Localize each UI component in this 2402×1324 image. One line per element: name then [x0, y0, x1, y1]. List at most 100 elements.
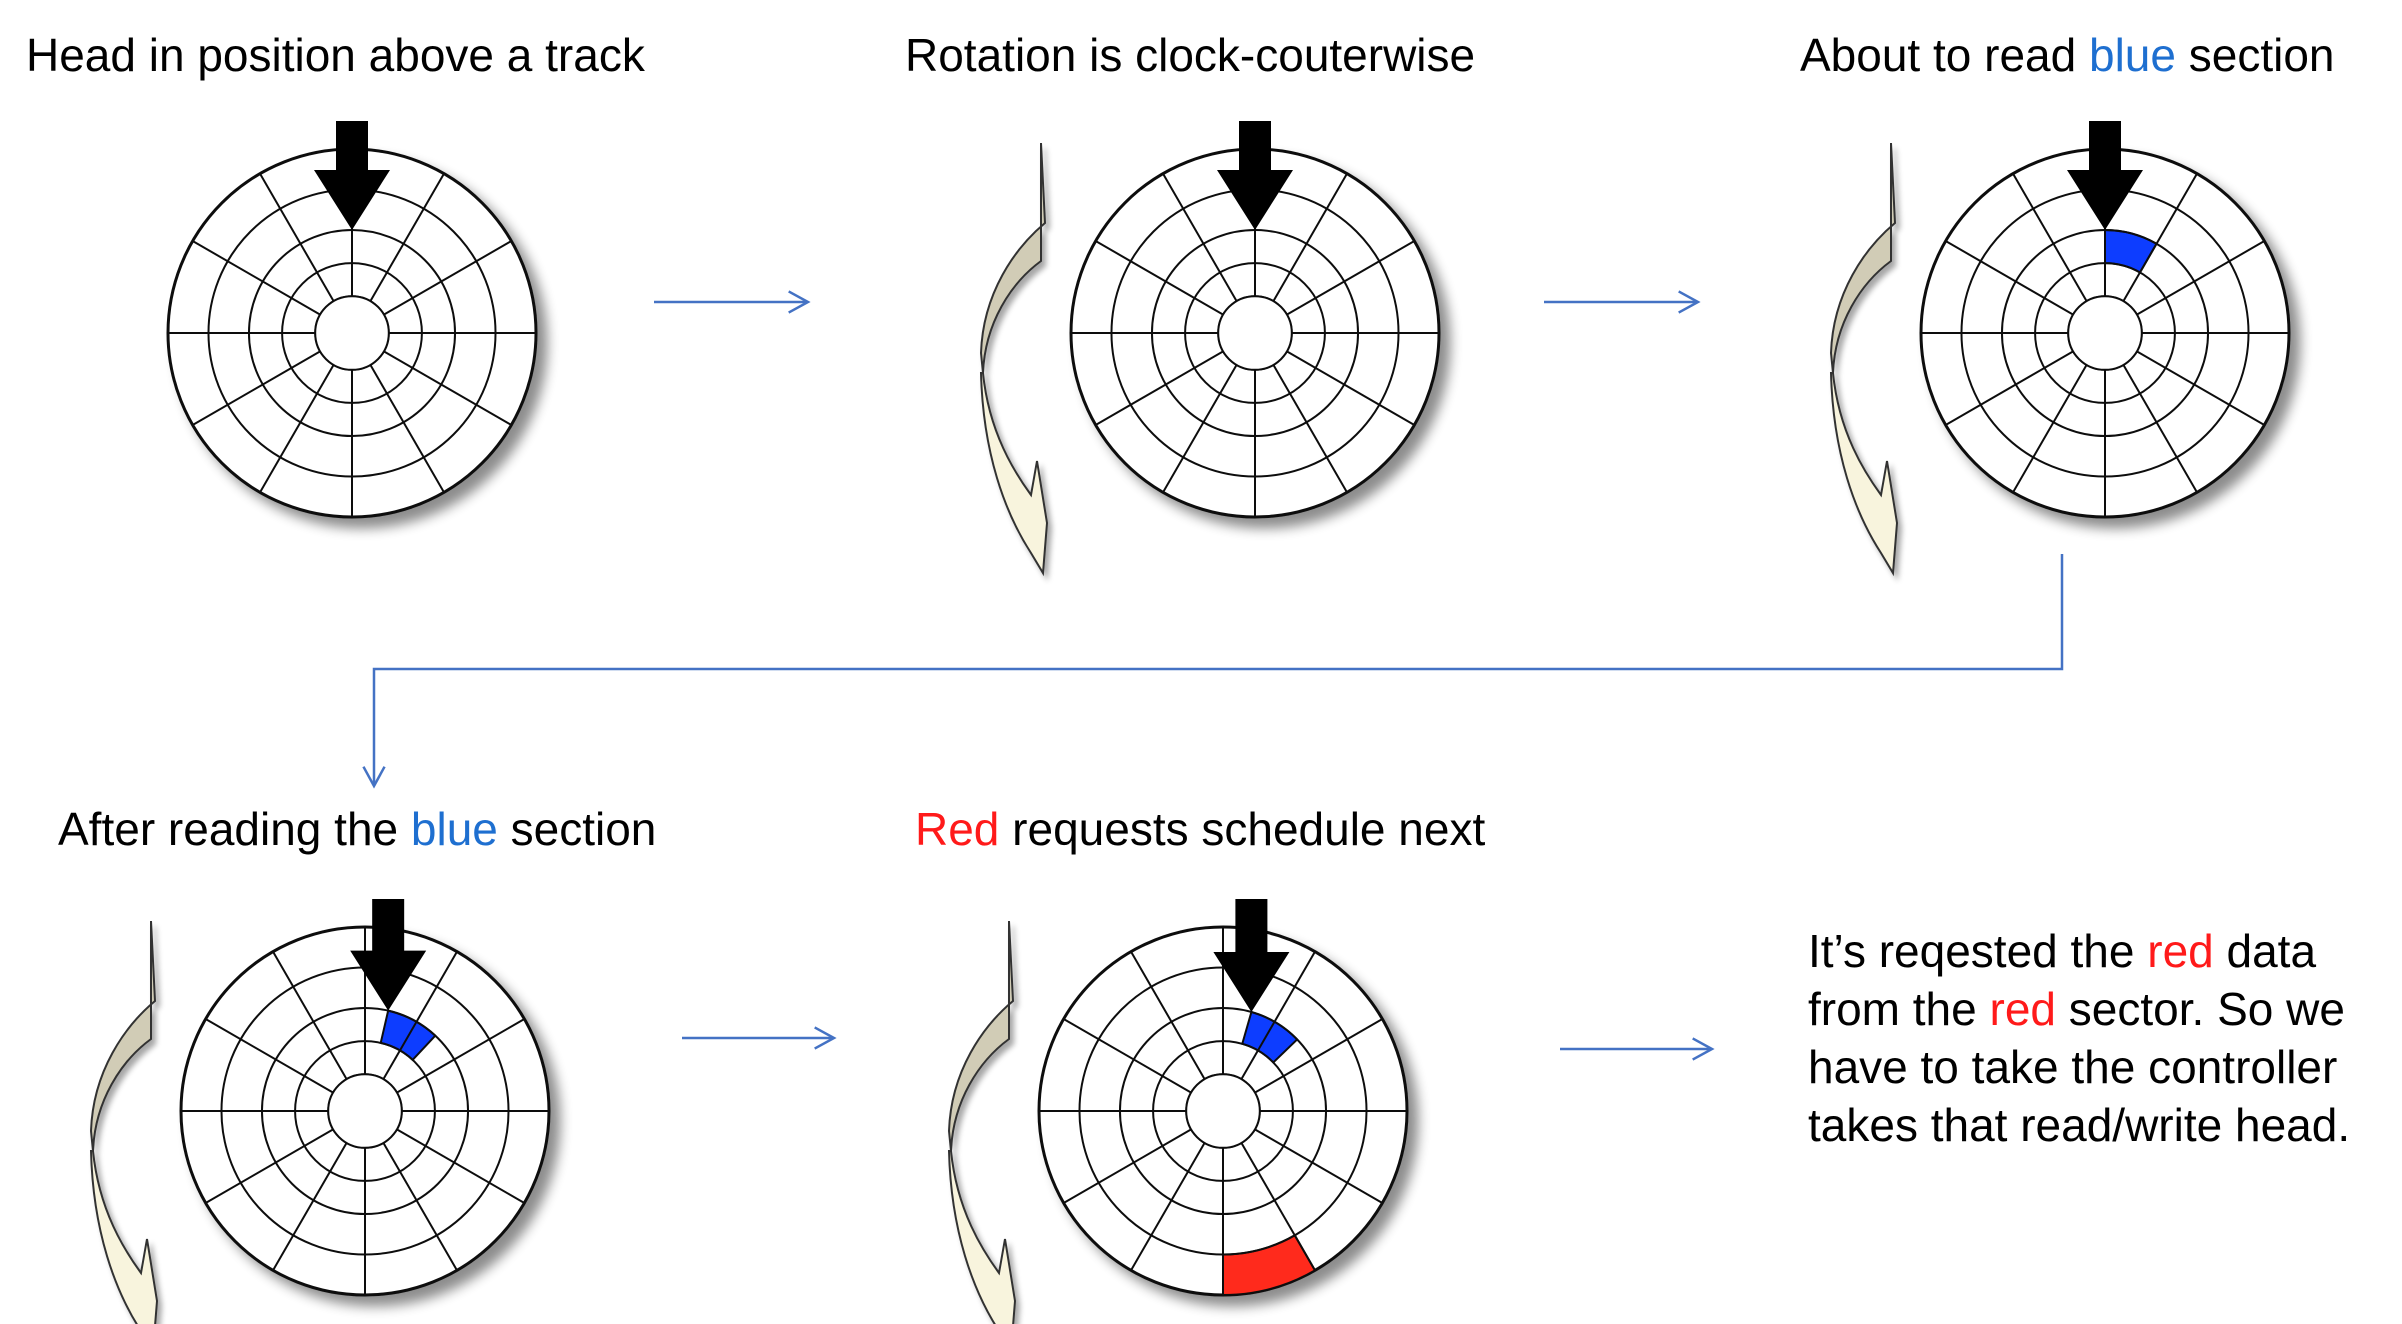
note-line-1: It’s reqested the red data — [1808, 922, 2350, 980]
rotation-arrow-upper — [89, 920, 157, 1152]
sector-divider — [205, 1128, 334, 1204]
disk-platter-icon — [166, 147, 538, 519]
step-2-caption: Rotation is clock-couterwise — [905, 29, 1476, 81]
sector-divider — [2012, 173, 2088, 302]
rotation-arrow-upper — [947, 920, 1015, 1152]
flow-arrow-step-3-to-4 — [362, 554, 2064, 789]
sector-divider — [382, 1142, 458, 1271]
caption-blue-word: blue — [2088, 29, 2176, 81]
sector-divider — [369, 364, 445, 493]
flow-arrow-step-5-to-note — [1560, 1037, 1715, 1061]
rotation-arrow-lower — [979, 372, 1049, 577]
rotation-arrow-lower — [947, 1150, 1017, 1324]
flow-arrowhead — [814, 1026, 837, 1050]
sector-divider — [383, 240, 512, 316]
sector-divider — [272, 951, 348, 1080]
read-write-head-arrow-icon — [1213, 899, 1290, 1012]
flow-arrow-step-1-to-2 — [654, 290, 811, 314]
sector-divider — [1240, 951, 1316, 1080]
caption-text: requests schedule next — [999, 803, 1486, 855]
note-line-4: takes that read/write head. — [1808, 1099, 2351, 1151]
note-red-word: red — [2147, 925, 2214, 977]
disk-platter-icon — [1919, 147, 2291, 519]
sector-divider — [1095, 350, 1224, 426]
read-write-head-arrow-icon — [2067, 121, 2143, 230]
disk-spindle-hole — [1185, 1073, 1261, 1149]
sector-divider — [1240, 1142, 1316, 1271]
sector-divider — [1063, 1018, 1192, 1094]
step-3-disk-group — [1829, 121, 2291, 577]
sector-divider — [1063, 1128, 1192, 1204]
sector-divider — [369, 173, 445, 302]
sector-divider — [1945, 240, 2074, 316]
disk-spindle-hole — [2067, 295, 2143, 371]
flow-arrowhead — [788, 290, 811, 314]
sector-divider — [2136, 240, 2265, 316]
note-text: sector. So we — [2056, 983, 2345, 1035]
sector-divider — [1162, 173, 1238, 302]
sector-divider — [2122, 364, 2198, 493]
disk-spindle-hole — [1217, 295, 1293, 371]
sector-divider — [259, 173, 335, 302]
flow-arrowhead — [1678, 290, 1701, 314]
read-write-head-arrow-icon — [1217, 121, 1293, 230]
flow-arrow-step-4-to-5 — [682, 1026, 837, 1050]
step-4-disk-group — [89, 899, 551, 1324]
rotation-arrow-icon — [947, 920, 1017, 1324]
read-write-head-arrow-icon — [350, 899, 427, 1011]
caption-text: section — [2175, 29, 2335, 81]
flow-arrowhead — [1692, 1037, 1715, 1061]
sector-divider — [192, 240, 321, 316]
rotation-arrow-upper — [979, 142, 1047, 374]
sector-divider — [1945, 350, 2074, 426]
rotation-arrow-icon — [979, 142, 1049, 577]
rotation-arrow-icon — [89, 920, 159, 1324]
sector-divider — [2122, 173, 2198, 302]
sector-divider — [1286, 240, 1415, 316]
sector-divider — [2012, 364, 2088, 493]
disk-spindle-hole — [314, 295, 390, 371]
caption-text: After reading the — [58, 803, 411, 855]
note-text: data — [2213, 925, 2317, 977]
step-5-caption: Red requests schedule next — [915, 806, 1485, 852]
sector-divider — [192, 350, 321, 426]
sector-divider — [396, 1128, 525, 1204]
sector-divider — [382, 951, 458, 1080]
flow-arrow-step-2-to-3 — [1544, 290, 1701, 314]
note-text: from the — [1808, 983, 1990, 1035]
sector-divider — [1162, 364, 1238, 493]
sector-divider — [1254, 1128, 1383, 1204]
sector-divider — [2136, 350, 2265, 426]
caption-text: section — [497, 803, 657, 855]
sector-divider — [1130, 951, 1206, 1080]
sector-divider — [1254, 1018, 1383, 1094]
step-3-caption: About to read blue section — [1800, 32, 2334, 78]
sector-divider — [1286, 350, 1415, 426]
note-line-2: from the red sector. So we — [1808, 980, 2350, 1038]
flow-arrow-line — [372, 554, 2064, 786]
caption-red-word: Red — [915, 803, 1000, 855]
step-2-disk-group — [979, 121, 1441, 577]
step-1-disk-group — [166, 121, 538, 519]
rotation-arrow-lower — [89, 1150, 159, 1324]
sector-divider — [272, 1142, 348, 1271]
caption-text: About to read — [1800, 29, 2089, 81]
disk-spindle-hole — [327, 1073, 403, 1149]
sector-divider — [396, 1018, 525, 1094]
note-line-3: have to take the controller — [1808, 1041, 2338, 1093]
read-write-head-arrow-icon — [314, 121, 390, 230]
sector-divider — [1130, 1142, 1206, 1271]
sector-divider — [1272, 364, 1348, 493]
note-red-word: red — [1989, 983, 2056, 1035]
rotation-arrow-upper — [1829, 142, 1897, 374]
sector-divider — [205, 1018, 334, 1094]
disk-platter-icon — [179, 925, 551, 1297]
step-4-caption: After reading the blue section — [58, 806, 656, 852]
caption-blue-word: blue — [410, 803, 498, 855]
step-1-caption: Head in position above a track — [26, 29, 645, 81]
note-text: It’s reqested the — [1808, 925, 2148, 977]
step-5-disk-group — [947, 899, 1409, 1324]
disk-platter-icon — [1037, 925, 1409, 1297]
sector-divider — [259, 364, 335, 493]
sector-divider — [1095, 240, 1224, 316]
